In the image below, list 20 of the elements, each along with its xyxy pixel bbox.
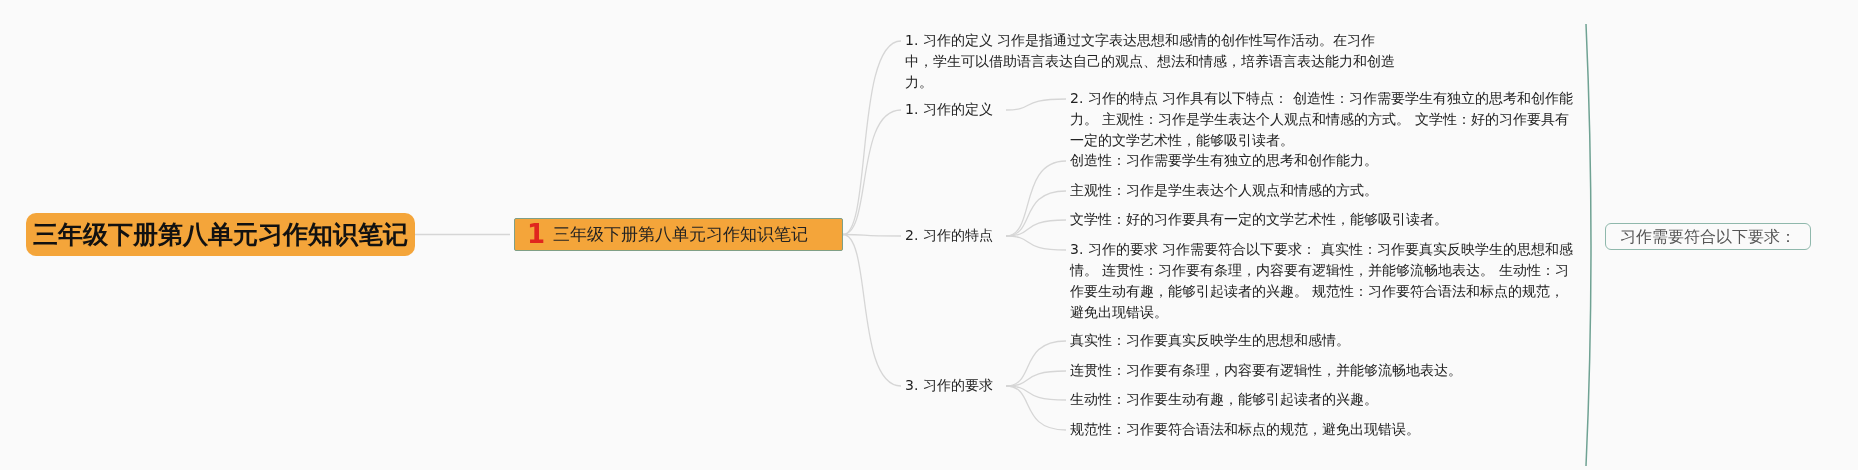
topic-text: 生动性：习作要生动有趣，能够引起读者的兴趣。 <box>1070 389 1550 411</box>
topic-text: 2. 习作的特点 习作具有以下特点： 创造性：习作需要学生有独立的思考和创作能力。 主观性：习作是学生表达个人观点和情感的方式。 文学性：好的习作要具有一定的文学艺术性，能够吸引读者。 <box>1070 88 1575 151</box>
summary-box: 习作需要符合以下要求： <box>1605 223 1811 250</box>
topic-text: 3. 习作的要求 习作需要符合以下要求： 真实性：习作要真实反映学生的思想和感情。 连贯性：习作要有条理，内容要有逻辑性，并能够流畅地表达。 生动性：习作要生动有趣，能够引起读者的兴趣。 规范性：习作要符合语法和标点的规范，避免出现错误。 <box>1070 239 1575 323</box>
central-topic: 三年级下册第八单元习作知识笔记 <box>26 213 415 256</box>
topic-text: 规范性：习作要符合语法和标点的规范，避免出现错误。 <box>1070 419 1550 441</box>
topic-text: 2. 习作的特点 <box>905 225 1000 247</box>
branch-line <box>1005 98 1067 111</box>
topic-text: 文学性：好的习作要具有一定的文学艺术性，能够吸引读者。 <box>1070 209 1550 231</box>
branch-line <box>842 233 902 387</box>
topic-text: 1. 习作的定义 <box>905 99 1000 121</box>
topic-text: 真实性：习作要真实反映学生的思想和感情。 <box>1070 330 1550 352</box>
topic-text: 3. 习作的要求 <box>905 375 1000 397</box>
priority-number: 1 <box>527 224 546 245</box>
topic-text: 连贯性：习作要有条理，内容要有逻辑性，并能够流畅地表达。 <box>1070 360 1550 382</box>
topic-text: 主观性：习作是学生表达个人观点和情感的方式。 <box>1070 180 1550 202</box>
branch-line <box>414 233 511 236</box>
topic-label: 三年级下册第八单元习作知识笔记 <box>553 224 809 245</box>
topic-box <box>514 218 843 251</box>
topic-text: 创造性：习作需要学生有独立的思考和创作能力。 <box>1070 150 1550 172</box>
